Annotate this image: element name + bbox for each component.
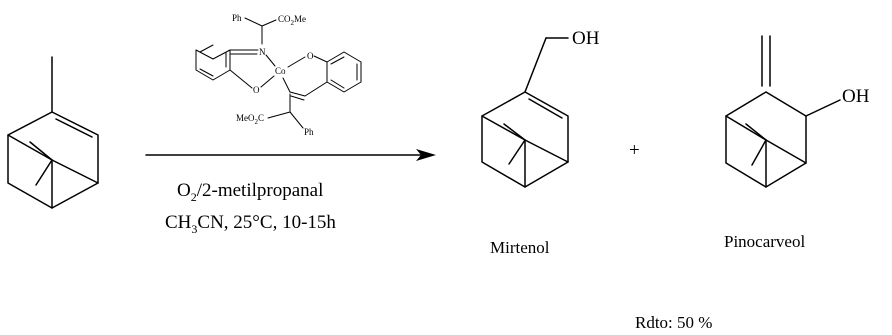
myrtenol-structure — [481, 37, 569, 188]
pinocarveol-oh-label: OH — [842, 86, 870, 107]
reaction-arrow — [145, 149, 436, 161]
plus-sign: + — [629, 140, 640, 161]
catalyst-bottom-ph-label: Ph — [304, 127, 314, 137]
catalyst-top-ester-label: CO2Me — [278, 14, 306, 27]
catalyst-co-label: Co — [275, 66, 286, 76]
catalyst-o-left-label: O — [253, 85, 260, 95]
yield-label: Rdto: 50 % — [635, 313, 712, 332]
catalyst-o-right-label: O — [307, 51, 314, 61]
pinocarveol-name-label: Pinocarveol — [724, 232, 805, 251]
catalyst-n-label: N — [259, 47, 266, 57]
conditions-line-2: CH3CN, 25°C, 10-15h — [165, 212, 336, 236]
cobalt-catalyst-structure: Ph CO2Me N Co O O MeO2C — [195, 13, 362, 137]
conditions-line-1: O2/2-metilpropanal — [177, 180, 323, 204]
pinocarveol-structure — [725, 35, 841, 188]
alpha-pinene-structure — [7, 56, 99, 209]
myrtenol-name-label: Mirtenol — [490, 238, 550, 257]
catalyst-top-ph-label: Ph — [232, 13, 242, 23]
catalyst-bottom-ester-label: MeO2C — [236, 113, 264, 126]
myrtenol-oh-label: OH — [572, 28, 600, 49]
